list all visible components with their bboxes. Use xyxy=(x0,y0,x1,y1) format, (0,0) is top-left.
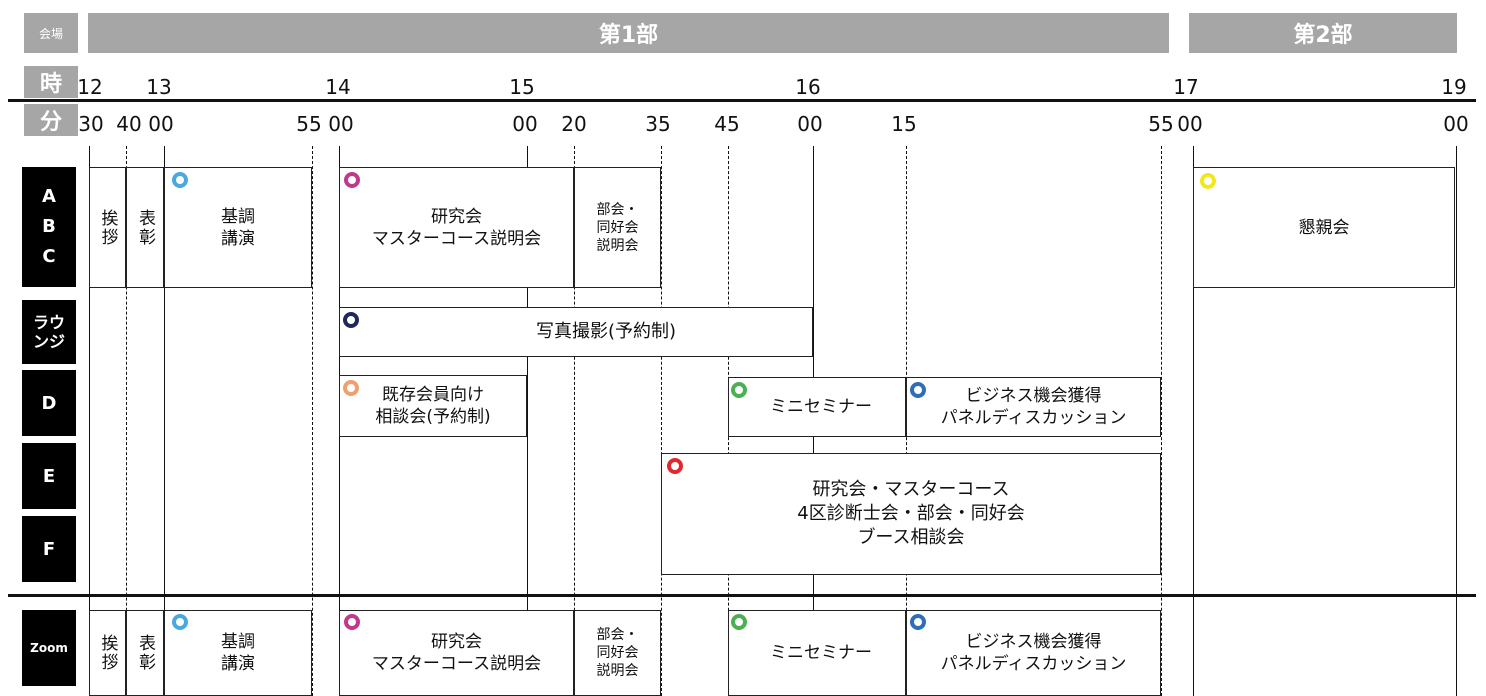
zoom-club-event: 部会・ 同好会 説明会 xyxy=(574,610,661,696)
venue-abc: A B C xyxy=(22,167,76,287)
zoom-keynote-event: 基調 講演 xyxy=(164,610,312,696)
zoom-separator-line xyxy=(8,594,1476,597)
part1-header: 第1部 xyxy=(88,13,1169,53)
zoom-mini-ring-icon xyxy=(731,614,747,630)
club-event: 部会・ 同好会 説明会 xyxy=(574,167,661,288)
zoom-award-event: 表彰 xyxy=(126,610,164,696)
members-consult-event: 既存会員向け 相談会(予約制) xyxy=(339,375,527,437)
zoom-keynote-ring-icon xyxy=(172,614,188,630)
time-line xyxy=(1193,146,1194,696)
part2-header: 第2部 xyxy=(1189,13,1457,53)
keynote-event: 基調 講演 xyxy=(164,167,312,288)
venue-e: E xyxy=(22,443,76,509)
minute-tick: 30 xyxy=(78,112,104,136)
business-ring-icon xyxy=(910,382,926,398)
minute-tick: 20 xyxy=(561,112,587,136)
minute-tick: 40 xyxy=(116,112,142,136)
minute-tick: 55 xyxy=(296,112,322,136)
photo-ring-icon xyxy=(343,312,359,328)
hour-tick: 19 xyxy=(1441,75,1467,99)
zoom-business-panel-event: ビジネス機会獲得 パネルディスカッション xyxy=(906,610,1161,696)
zoom-mini-seminar-event: ミニセミナー xyxy=(728,610,906,696)
social-ring-icon xyxy=(1200,173,1216,189)
award-event: 表彰 xyxy=(126,167,164,288)
hour-tick: 15 xyxy=(509,75,535,99)
social-event: 懇親会 xyxy=(1193,167,1455,288)
mini-ring-icon xyxy=(731,382,747,398)
time-axis-line xyxy=(8,99,1476,102)
study-event: 研究会 マスターコース説明会 xyxy=(339,167,574,288)
venue-f: F xyxy=(22,516,76,582)
minute-tick: 15 xyxy=(891,112,917,136)
greeting-event: 挨拶 xyxy=(89,167,126,288)
hour-tick: 13 xyxy=(146,75,172,99)
minute-tick: 45 xyxy=(714,112,740,136)
minute-tick: 00 xyxy=(328,112,354,136)
minute-tick: 00 xyxy=(1443,112,1469,136)
time-line xyxy=(89,146,90,696)
hour-label: 時 xyxy=(24,66,78,98)
hour-tick: 12 xyxy=(77,75,103,99)
time-line-dashed xyxy=(312,146,313,696)
keynote-ring-icon xyxy=(172,172,188,188)
award-label: 表彰 xyxy=(135,208,155,247)
zoom-study-ring-icon xyxy=(344,614,360,630)
minute-label: 分 xyxy=(24,104,78,136)
time-line xyxy=(164,146,165,696)
minute-tick: 00 xyxy=(797,112,823,136)
study-ring-icon xyxy=(344,172,360,188)
minute-tick: 00 xyxy=(1177,112,1203,136)
booth-ring-icon xyxy=(667,458,683,474)
booth-consult-event: 研究会・マスターコース 4区診断士会・部会・同好会 ブース相談会 xyxy=(661,453,1161,575)
minute-tick: 00 xyxy=(512,112,538,136)
venue-d: D xyxy=(22,370,76,436)
venue-zoom: Zoom xyxy=(22,610,76,686)
zoom-greeting-label: 挨拶 xyxy=(97,634,118,672)
time-line-dashed xyxy=(661,146,662,696)
business-panel-event: ビジネス機会獲得 パネルディスカッション xyxy=(906,377,1161,437)
mini-seminar-event: ミニセミナー xyxy=(728,377,906,437)
hour-tick: 17 xyxy=(1173,75,1199,99)
time-line-dashed xyxy=(574,146,575,696)
zoom-greeting-event: 挨拶 xyxy=(89,610,126,696)
members-ring-icon xyxy=(343,380,359,396)
venue-header: 会場 xyxy=(24,13,78,53)
minute-tick: 35 xyxy=(645,112,671,136)
photo-event: 写真撮影(予約制) xyxy=(339,307,813,357)
hour-tick: 14 xyxy=(325,75,351,99)
hour-tick: 16 xyxy=(795,75,821,99)
time-line xyxy=(1456,146,1457,696)
zoom-study-event: 研究会 マスターコース説明会 xyxy=(339,610,574,696)
time-line-dashed xyxy=(1161,146,1162,696)
time-line xyxy=(527,146,528,696)
greeting-label: 挨拶 xyxy=(97,208,118,247)
minute-tick: 00 xyxy=(148,112,174,136)
venue-lounge: ラウ ンジ xyxy=(22,300,76,364)
zoom-award-label: 表彰 xyxy=(135,634,155,672)
zoom-business-ring-icon xyxy=(910,614,926,630)
time-line-dashed xyxy=(126,146,127,696)
minute-tick: 55 xyxy=(1148,112,1174,136)
